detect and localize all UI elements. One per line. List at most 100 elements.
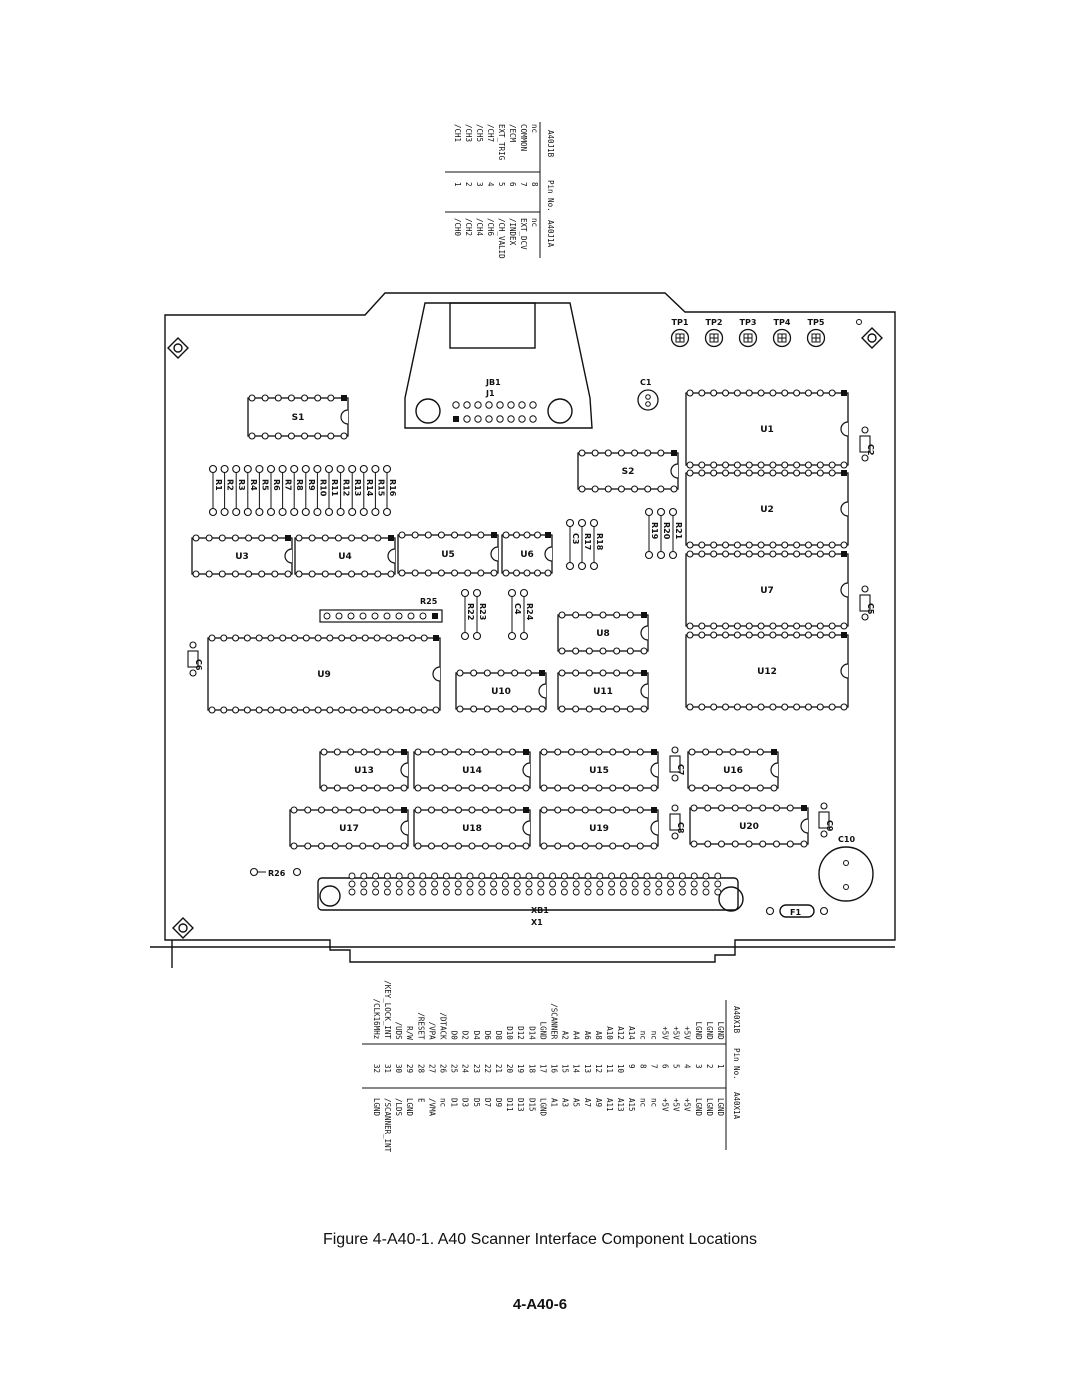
u1-chip-label: U1 (760, 425, 774, 435)
u15-chip: U15 (539, 748, 659, 792)
u6-chip: U6 (501, 531, 553, 577)
u1-chip: U1 (685, 389, 849, 469)
j1-table-cell: COMMON (519, 124, 528, 151)
u5-chip-label: U5 (441, 550, 455, 560)
test-point-label: TP3 (740, 318, 757, 327)
r24-resistor-label: R24 (525, 603, 534, 621)
resistor-r12-label: R12 (342, 479, 351, 496)
r17-resistor-label: R17 (583, 533, 592, 550)
x1-table-cell: D0 (450, 1031, 459, 1041)
u19-chip-label: U19 (589, 824, 609, 834)
c4-capacitor-label: C4 (513, 603, 522, 615)
resistor-r9-label: R9 (307, 479, 316, 491)
resistor-r6-label: R6 (272, 479, 281, 491)
x1-table-cell: /CLK16MHz (372, 999, 381, 1040)
resistor-r16-label: R16 (388, 479, 397, 497)
c7-capacitor: C7 (669, 746, 685, 782)
x1-table-cell: 22 (483, 1064, 492, 1073)
j1-table-header: A40J1A (546, 220, 555, 248)
resistor-r3: R3 (232, 464, 246, 517)
x1-table-cell: D1 (450, 1098, 459, 1107)
j1-table-cell: 1 (453, 182, 462, 187)
u5-chip: U5 (397, 531, 499, 577)
x1-table-cell: 26 (439, 1064, 448, 1074)
j1-pin-header (452, 401, 537, 423)
resistor-r13-label: R13 (353, 479, 362, 496)
x1-table-cell: /VPA (427, 1022, 436, 1041)
x1-table-cell: 15 (561, 1064, 570, 1073)
r21-resistor: R21 (668, 507, 683, 560)
resistor-r12: R12 (336, 464, 351, 517)
resistor-r15: R15 (371, 464, 385, 517)
r20-resistor-label: R20 (662, 522, 671, 540)
resistor-r11: R11 (324, 464, 339, 517)
x1-table-cell: A12 (616, 1026, 625, 1040)
x1-table-cell: A1 (550, 1098, 559, 1107)
j1-table-cell: /CH4 (475, 218, 484, 237)
u11-chip: U11 (557, 669, 649, 713)
x1-table-cell: nc (649, 1031, 658, 1040)
test-point-label: TP2 (706, 318, 723, 327)
j1-table-cell: nc (530, 218, 539, 227)
x1-table-cell: 10 (616, 1064, 625, 1074)
r23-resistor: R23 (472, 588, 487, 641)
j1-table-cell: 7 (519, 182, 528, 187)
resistor-r10: R10 (313, 464, 327, 517)
x1-table-cell: D6 (483, 1031, 492, 1041)
x1-table-cell: /RESET (416, 1012, 425, 1040)
x1-table-cell: /SCANNER (550, 1003, 559, 1040)
resistor-r8: R8 (290, 464, 304, 517)
x1-table-cell: 18 (527, 1064, 536, 1074)
x1-table-cell: 6 (661, 1064, 670, 1069)
resistor-r4: R4 (243, 464, 258, 517)
j1-table-header: A40J1B (546, 130, 555, 158)
r17-resistor: R17 (577, 518, 592, 571)
xb1-label: XB1 (531, 906, 549, 915)
x1-table-cell: D4 (472, 1031, 481, 1041)
x1-table-cell: LGND (705, 1022, 714, 1041)
x1-table-cell: D13 (516, 1098, 525, 1112)
x1-table-cell: /UDS (394, 1022, 403, 1041)
u9-chip-label: U9 (317, 670, 331, 680)
u17-chip: U17 (289, 806, 409, 850)
resistor-r7: R7 (278, 464, 293, 517)
test-point-label: TP4 (774, 318, 791, 327)
x1-table-cell: 14 (572, 1064, 581, 1074)
u20-chip: U20 (689, 804, 809, 848)
x1-table-cell: +5V (661, 1098, 670, 1112)
u14-chip-label: U14 (462, 766, 482, 776)
c2-capacitor-label: C2 (866, 444, 875, 455)
x1-table-cell: 25 (450, 1064, 459, 1073)
resistor-r2-label: R2 (226, 479, 235, 491)
x1-table-cell: A9 (594, 1098, 603, 1107)
test-point-5: TP5 (806, 318, 826, 348)
r26-resistor (249, 867, 302, 877)
u13-chip-label: U13 (354, 766, 374, 776)
x1-table-cell: 2 (705, 1064, 714, 1069)
u19-chip: U19 (539, 806, 659, 850)
c4-capacitor: C4 (507, 588, 522, 641)
mounting-hole-icon (172, 917, 194, 939)
test-point-label: TP1 (672, 318, 689, 327)
x1-table-cell: A4 (572, 1031, 581, 1041)
x1-table-cell: LGND (538, 1098, 547, 1117)
u16-chip-label: U16 (723, 766, 743, 776)
x1-table-cell: A3 (561, 1098, 570, 1107)
x1-table-cell: 12 (594, 1064, 603, 1073)
x1-table-cell: A8 (594, 1031, 603, 1041)
x1-table-cell: D15 (527, 1098, 536, 1112)
r22-resistor: R22 (460, 588, 475, 641)
r18-resistor: R18 (589, 518, 604, 571)
u10-chip-label: U10 (491, 687, 511, 697)
u4-chip-label: U4 (338, 552, 352, 562)
x1-table-cell: +5V (683, 1026, 692, 1040)
j1-connector-tab (449, 302, 536, 349)
x1-table-cell: 5 (672, 1064, 681, 1069)
x1-table-cell: nc (439, 1098, 448, 1107)
resistor-r16: R16 (382, 464, 397, 517)
x1-table-cell: D5 (472, 1098, 481, 1107)
r18-resistor-label: R18 (595, 533, 604, 551)
x1-table-cell: D8 (494, 1031, 503, 1041)
j1-table-cell: EXT_TRIG (497, 124, 506, 161)
r25-label: R25 (420, 597, 438, 606)
